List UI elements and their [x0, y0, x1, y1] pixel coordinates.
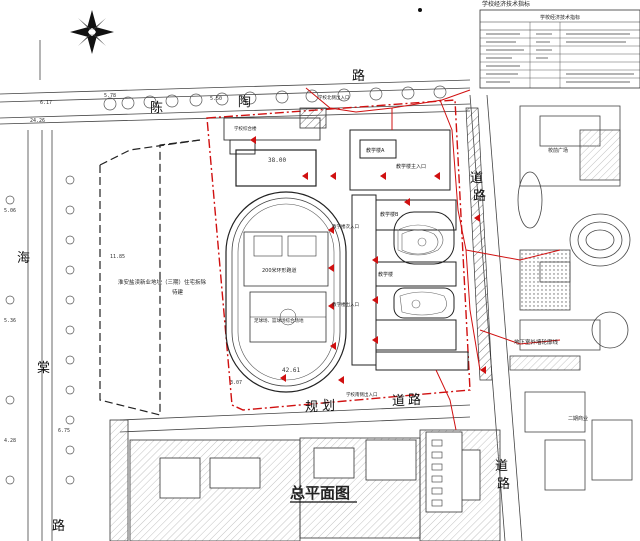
road-north-char-3: 路 [352, 68, 365, 84]
dim-6: 5.06 [4, 208, 16, 214]
west-plot-label-2: 待建 [172, 288, 184, 296]
road-west-char-1: 海 [17, 251, 30, 266]
dim-2: 42.61 [282, 367, 300, 374]
road-north-char-1: 陈 [150, 100, 163, 116]
school-site-boundary [206, 99, 471, 411]
west-plot-boundary [99, 139, 201, 416]
entrance-markers [250, 136, 486, 384]
field-east-label: 教学楼 [378, 271, 393, 278]
east-hatched-strip [465, 107, 493, 381]
running-track [225, 191, 347, 393]
red-circulation-lines [305, 87, 561, 431]
north-building-label: 学校综合楼 [234, 125, 257, 132]
track-label-top: 200米环形跑道 [262, 267, 297, 274]
road-south-char-1: 规 [305, 400, 318, 415]
street-trees-west [5, 175, 75, 485]
dim-5: 24.26 [30, 118, 45, 124]
underground-label: 地下室外墙轮廓线 [514, 338, 559, 346]
teaching-buildings [349, 129, 469, 371]
dim-9: 5.36 [4, 318, 16, 324]
road-north-char-2: 陶 [238, 94, 251, 110]
dim-8: 6.75 [58, 428, 70, 434]
entrance-main-label: 教学楼主入口 [396, 163, 426, 170]
teaching-a-label: 教学楼A [366, 147, 385, 154]
dim-1: 38.00 [268, 157, 286, 164]
plan-title: 总平面图 [290, 484, 350, 502]
east-building-label: 二期商业 [568, 415, 588, 422]
entrance-2-label: 教学楼次入口 [332, 223, 359, 230]
road-west-char-2: 棠 [37, 361, 50, 376]
dim-11: 3.07 [230, 380, 242, 386]
road-south-char-2: 划 [322, 399, 335, 414]
gate-south-label: 学校南侧出入口 [346, 391, 378, 398]
courtyard-landscape [397, 224, 447, 316]
road-east-char-4: 路 [497, 476, 510, 492]
dim-4: 6.17 [40, 100, 52, 106]
teaching-b-label: 教学楼B [380, 211, 399, 218]
table-subtitle: 学校经济技术指标 [540, 14, 580, 21]
dim-3: 5.78 [104, 93, 116, 99]
table-title: 学校经济技术指标 [482, 0, 530, 8]
gate-north-label: 学校北侧出入口 [318, 94, 350, 101]
road-south-char-4: 路 [408, 392, 421, 408]
entrance-3-label: 教学楼出入口 [332, 301, 359, 308]
dim-12: 5.50 [210, 96, 222, 102]
street-trees-north [103, 85, 447, 111]
road-east-char-3: 道 [495, 459, 508, 474]
road-east-char-2: 路 [473, 188, 486, 204]
sports-hall [235, 149, 317, 187]
plaza-label: 校前广场 [548, 147, 568, 154]
road-west-char-3: 路 [52, 518, 65, 534]
dim-7: 4.28 [4, 438, 16, 444]
west-plot-label: 淮安盐渎新业地块（三期）住宅拆除 [118, 278, 207, 286]
economic-indicator-table [479, 9, 640, 89]
north-building [223, 117, 321, 141]
south-residential-blocks [109, 419, 501, 541]
dim-10: 11.85 [110, 254, 125, 260]
road-east-char-1: 道 [470, 171, 483, 186]
track-label-bottom: 足球场、篮球场综合场地 [254, 317, 304, 324]
north-arrow-icon [70, 10, 114, 54]
legend-box [425, 431, 463, 513]
road-south-char-3: 道 [392, 394, 405, 409]
east-complex [509, 105, 633, 491]
